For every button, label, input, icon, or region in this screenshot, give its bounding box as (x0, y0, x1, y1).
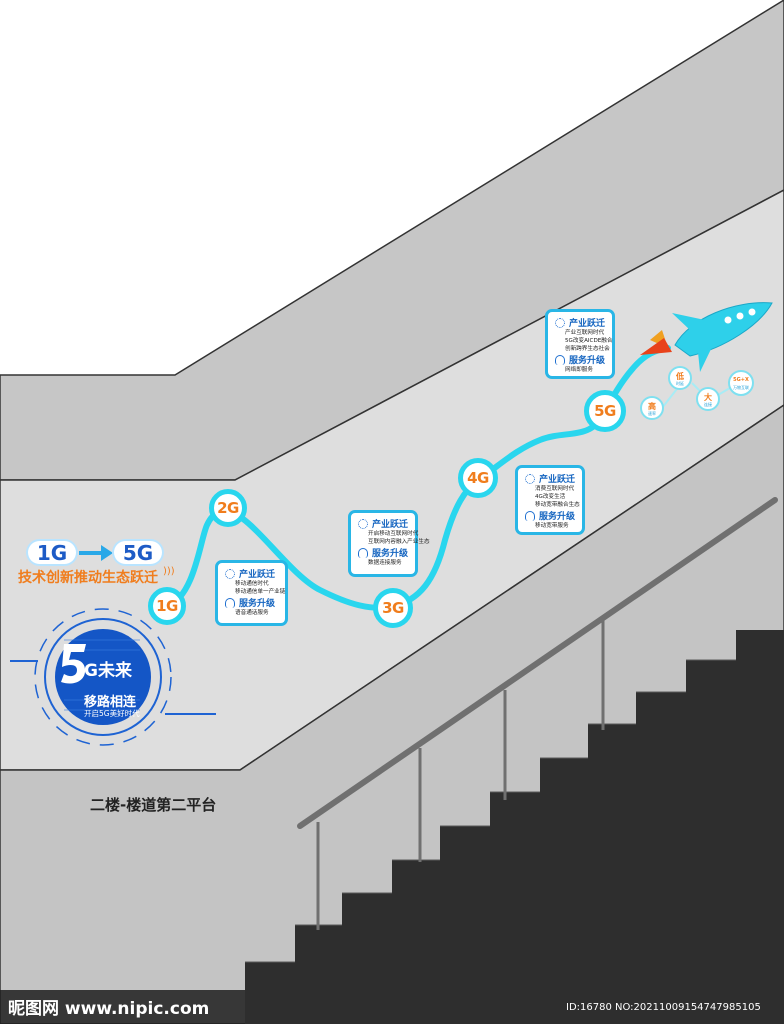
feature-big: 5G+X (733, 377, 749, 383)
industry-icon (555, 317, 565, 328)
info-card-4g: 产业跃迁 消费互联网时代 4G改变生活 移动宽带融合生态 服务升级 移动宽带服务 (515, 465, 585, 535)
feature-small: 万物互联 (733, 385, 749, 390)
milestone-1g: 1G (148, 587, 186, 625)
arrow-icon (79, 543, 113, 563)
banner-from-label: 1G (36, 540, 68, 565)
milestone-4g-label: 4G (467, 469, 489, 487)
industry-icon (525, 473, 535, 484)
info-card-5g: 产业跃迁 产业互联网时代 5G改变AICDE融合 创新跨界生态社会 服务升级 网… (545, 309, 615, 379)
milestone-3g: 3G (373, 588, 413, 628)
industry-icon (358, 518, 368, 529)
watermark-site: 昵图网 www.nipic.com (8, 999, 210, 1019)
feature-high-speed: 高 速率 (640, 396, 664, 420)
milestone-4g: 4G (458, 458, 498, 498)
watermark-band-left (0, 990, 245, 1024)
banner-slogan: 技术创新推动生态跃迁 (18, 570, 158, 586)
card-line: 移动通信时代 (235, 581, 269, 587)
feature-5g-x: 5G+X 万物互联 (728, 370, 754, 396)
headset-icon (358, 547, 368, 558)
feature-small: 速率 (648, 411, 656, 416)
feature-big: 大 (704, 393, 712, 402)
card-heading: 产业跃迁 (539, 475, 576, 485)
feature-big: 低 (676, 372, 684, 381)
platform-label: 二楼-楼道第二平台 (90, 796, 217, 814)
upper-wall (0, 0, 784, 481)
card-line: 数据连接服务 (368, 560, 402, 566)
card-heading: 产业跃迁 (372, 520, 409, 530)
emblem-rings (10, 608, 216, 746)
feature-low-latency: 低 时延 (668, 366, 692, 390)
emblem-logo-text: G未来 (84, 661, 132, 681)
headset-icon (555, 354, 565, 365)
headset-icon (225, 597, 235, 608)
milestone-5g-label: 5G (594, 402, 616, 420)
milestone-2g-label: 2G (217, 499, 239, 517)
card-line: 5G改变AICDE融合 (565, 338, 613, 344)
banner-to-label: 5G (122, 540, 154, 565)
card-heading: 服务升级 (372, 549, 409, 559)
card-heading: 产业跃迁 (569, 319, 606, 329)
milestone-3g-label: 3G (382, 599, 404, 617)
milestone-1g-label: 1G (156, 597, 178, 615)
card-heading: 产业跃迁 (239, 570, 276, 580)
info-card-1g: 产业跃迁 移动通信时代 移动通信单一产业链 服务升级 语音通话服务 (215, 560, 288, 626)
card-line: 产业互联网时代 (565, 330, 605, 336)
industry-icon (225, 568, 235, 579)
milestone-5g: 5G (584, 390, 626, 432)
stair-edges (245, 659, 736, 963)
milestone-2g: 2G (209, 489, 247, 527)
card-line: 消费互联网时代 (535, 486, 575, 492)
emblem-logo-5 (58, 640, 88, 688)
rocket-icon (640, 302, 773, 372)
info-card-2g: 产业跃迁 开启移动互联网时代 互联网内容融入产业生态 服务升级 数据连接服务 (348, 510, 430, 577)
emblem-title: 移路相连 (84, 695, 137, 710)
stairs (245, 630, 784, 1024)
feature-small: 连接 (704, 402, 712, 407)
card-line: 开启移动互联网时代 (368, 531, 419, 537)
watermark-id: ID:16780 NO:20211009154747985105 (566, 1002, 761, 1013)
headset-icon (525, 510, 535, 521)
card-line: 语音通话服务 (235, 610, 269, 616)
feature-massive-connect: 大 连接 (696, 387, 720, 411)
feature-big: 高 (648, 402, 656, 411)
emblem-subtitle: 开启5G美好时代 (84, 709, 140, 718)
handrail (297, 497, 778, 930)
signal-icon: ))) (163, 566, 175, 577)
card-heading: 服务升级 (239, 599, 276, 609)
card-heading: 服务升级 (539, 512, 576, 522)
card-line: 移动宽带融合生态 (535, 502, 580, 508)
card-line: 移动宽带服务 (535, 523, 569, 529)
card-line: 移动通信单一产业链 (235, 589, 286, 595)
banner-from-pill: 1G (28, 540, 76, 565)
feature-small: 时延 (676, 381, 684, 386)
banner-to-pill: 5G (114, 540, 162, 565)
card-line: 网络即服务 (565, 367, 593, 373)
card-line: 创新跨界生态社会 (565, 346, 610, 352)
card-heading: 服务升级 (569, 356, 606, 366)
card-line: 4G改变生活 (535, 494, 566, 500)
card-line: 互联网内容融入产业生态 (368, 539, 430, 545)
